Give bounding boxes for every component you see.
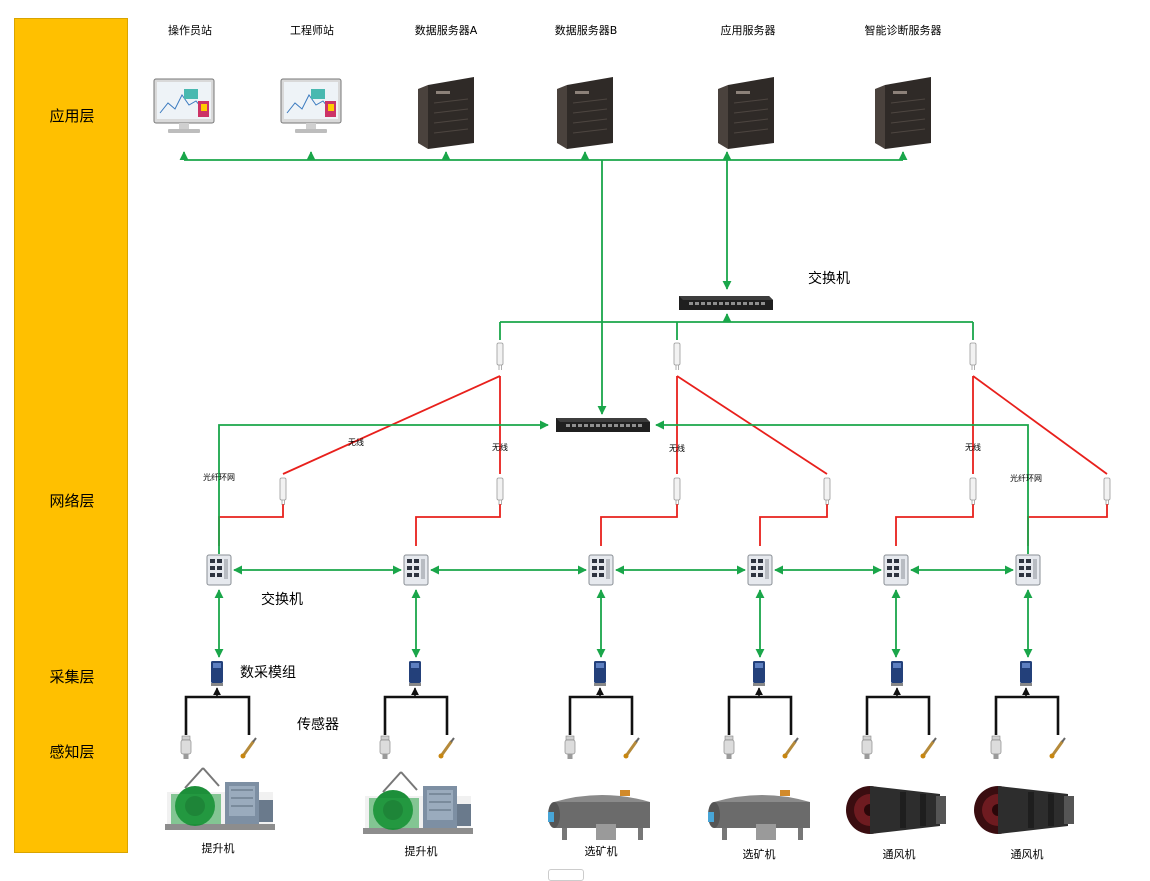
fiber-ring — [218, 420, 1029, 554]
top-ap-3-icon — [969, 342, 977, 371]
data-server-a-icon — [417, 76, 475, 150]
daq-module-6-icon — [1020, 661, 1032, 686]
wireless-label-3: 无线 — [669, 444, 685, 453]
operator-station-monitor-icon — [153, 78, 215, 134]
field-switch-5-icon — [883, 554, 909, 586]
temperature-sensor-2-icon — [437, 736, 456, 760]
fan-2-icon — [974, 786, 1074, 834]
vibration-sensor-3-icon — [564, 735, 576, 760]
wireless-label-1: 无线 — [348, 438, 364, 447]
vibration-sensor-5-icon — [861, 735, 873, 760]
daq-module-2-icon — [409, 661, 421, 686]
daq-module-3-icon — [594, 661, 606, 686]
vibration-sensor-1-icon — [180, 735, 192, 760]
core-switch-label: 交换机 — [808, 271, 850, 287]
field-switch-3-icon — [588, 554, 614, 586]
bottom-ap-2-icon — [496, 477, 504, 506]
sensor-label: 传感器 — [297, 717, 339, 733]
field-switch-4-icon — [747, 554, 773, 586]
engineer-station-monitor-icon — [280, 78, 342, 134]
bottom-ap-1-icon — [279, 477, 287, 506]
app-server-icon — [717, 76, 775, 150]
bottom-ap-6-icon — [1103, 477, 1111, 506]
lower-core-switch-icon — [556, 418, 650, 432]
hoist-1-icon — [164, 767, 276, 831]
separator-1-icon — [548, 790, 650, 840]
data-server-b-label: 数据服务器B — [554, 24, 618, 37]
vibration-sensor-2-icon — [379, 735, 391, 760]
layer-bar: 应用层 网络层 采集层 感知层 — [14, 18, 128, 853]
separator-2-icon — [708, 790, 810, 840]
daq-module-label: 数采模组 — [240, 665, 296, 681]
fiber-ring-label-left: 光纤环网 — [203, 473, 235, 482]
machine-label-4: 选矿机 — [742, 848, 776, 861]
temperature-sensor-5-icon — [919, 736, 938, 760]
sensor-wiring — [184, 695, 1060, 735]
wireless-links — [218, 375, 1108, 546]
layer-label-acquisition: 采集层 — [49, 668, 95, 686]
machine-label-2: 提升机 — [404, 845, 438, 858]
temperature-sensor-6-icon — [1048, 736, 1067, 760]
field-switch-label: 交换机 — [261, 592, 303, 608]
daq-module-4-icon — [753, 661, 765, 686]
layer-label-network: 网络层 — [49, 492, 95, 510]
bottom-ap-3-icon — [673, 477, 681, 506]
field-switch-1-icon — [206, 554, 232, 586]
diagnosis-server-label: 智能诊断服务器 — [864, 24, 942, 37]
upper-switch-links — [499, 313, 974, 340]
upper-core-switch-icon — [679, 296, 773, 310]
data-server-b-icon — [556, 76, 614, 150]
engineer-station-label: 工程师站 — [290, 24, 334, 37]
field-switch-2-icon — [403, 554, 429, 586]
layer-label-perception: 感知层 — [49, 743, 95, 761]
top-ap-2-icon — [673, 342, 681, 371]
application-bus — [179, 151, 908, 415]
fiber-ring-label-right: 光纤环网 — [1010, 474, 1042, 483]
temperature-sensor-3-icon — [622, 736, 641, 760]
machine-label-6: 通风机 — [1010, 848, 1044, 861]
top-ap-1-icon — [496, 342, 504, 371]
bottom-ap-4-icon — [823, 477, 831, 506]
machine-label-5: 通风机 — [882, 848, 916, 861]
daq-module-5-icon — [891, 661, 903, 686]
layer-label-application: 应用层 — [49, 107, 95, 125]
sensor-daq-arrows — [213, 687, 1030, 697]
diagnosis-server-icon — [874, 76, 932, 150]
temperature-sensor-1-icon — [239, 736, 258, 760]
page-tab-handle[interactable] — [548, 869, 584, 881]
daq-module-1-icon — [211, 661, 223, 686]
bottom-ap-5-icon — [969, 477, 977, 506]
wireless-label-2: 无线 — [492, 443, 508, 452]
switch-daq-links — [214, 589, 1033, 658]
hoist-2-icon — [362, 771, 474, 835]
field-switch-6-icon — [1015, 554, 1041, 586]
vibration-sensor-4-icon — [723, 735, 735, 760]
data-server-a-label: 数据服务器A — [414, 24, 478, 37]
app-server-label: 应用服务器 — [720, 24, 776, 37]
machine-label-3: 选矿机 — [584, 845, 618, 858]
wireless-label-4: 无线 — [965, 443, 981, 452]
temperature-sensor-4-icon — [781, 736, 800, 760]
fan-1-icon — [846, 786, 946, 834]
machine-label-1: 提升机 — [201, 842, 235, 855]
vibration-sensor-6-icon — [990, 735, 1002, 760]
operator-station-label: 操作员站 — [168, 24, 212, 37]
